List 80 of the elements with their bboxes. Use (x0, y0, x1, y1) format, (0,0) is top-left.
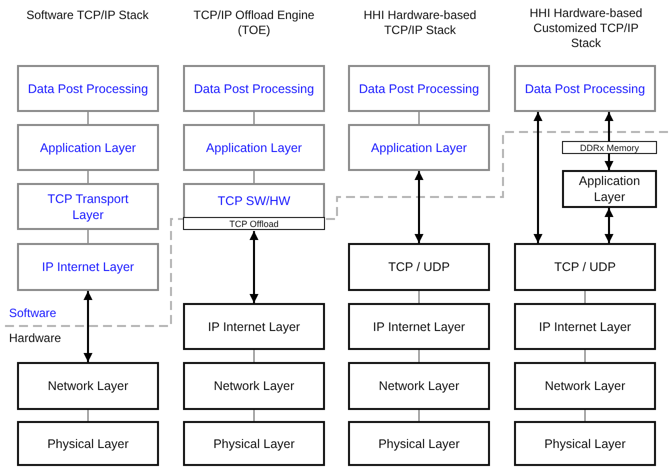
connector-line (87, 230, 89, 243)
layer-label: Data Post Processing (524, 80, 646, 96)
region-label: Software (9, 306, 58, 321)
hardware-layer-box (183, 421, 325, 466)
hardware-layer-box (183, 303, 325, 350)
connector-line (418, 410, 420, 421)
hardware-layer-box (514, 303, 656, 350)
connector-line (87, 410, 89, 421)
hardware-layer-box (562, 170, 657, 208)
layer-label: IP Internet Layer (208, 318, 300, 334)
layer-label: Network Layer (48, 378, 128, 394)
layer-label: Data Post Processing (28, 80, 148, 96)
hardware-layer-box (348, 303, 490, 350)
hardware-layer-box (183, 362, 325, 410)
software-layer-box (17, 243, 159, 291)
hardware-layer-box (514, 362, 656, 410)
hardware-layer-box (348, 243, 490, 291)
layer-label: DDRx Memory (580, 142, 639, 152)
layer-label: Network Layer (544, 378, 626, 394)
layer-label: Application Layer (206, 140, 302, 156)
layer-label: Physical Layer (213, 436, 295, 452)
connector-line (584, 350, 586, 362)
connector-line (253, 350, 255, 362)
connector-line (418, 291, 420, 303)
memory-strip (183, 217, 325, 230)
layer-label: TCP Transport Layer (46, 190, 130, 222)
software-layer-box (17, 65, 159, 112)
software-layer-box (17, 124, 159, 171)
column-title: HHI Hardware-based Customized TCP/IP Stack (528, 6, 644, 51)
layer-label: TCP SW/HW (218, 192, 290, 208)
layer-label: IP Internet Layer (538, 318, 632, 334)
layer-label: IP Internet Layer (42, 259, 134, 275)
connector-line (584, 410, 586, 421)
column-title: Software TCP/IP Stack (25, 8, 150, 23)
connector-line (418, 112, 420, 124)
software-layer-box (348, 65, 490, 112)
hardware-layer-box (17, 421, 159, 466)
software-layer-box (17, 183, 159, 230)
connector-line (253, 410, 255, 421)
software-layer-box (183, 183, 325, 230)
connector-line (87, 171, 89, 183)
arrow (414, 171, 424, 243)
layer-label: Data Post Processing (358, 80, 480, 96)
software-layer-box (183, 65, 325, 112)
layer-label: Data Post Processing (194, 80, 314, 96)
layer-label: Physical Layer (378, 436, 460, 452)
connector-line (87, 112, 89, 124)
connector-line (253, 171, 255, 183)
connector-line (253, 112, 255, 124)
arrow (604, 154, 614, 170)
hardware-layer-box (348, 362, 490, 410)
arrow (250, 231, 258, 303)
memory-strip (562, 141, 657, 154)
software-layer-box (183, 124, 325, 171)
layer-label: Application Layer (578, 173, 642, 205)
software-layer-box (514, 65, 656, 112)
layer-label: Network Layer (214, 378, 294, 394)
layer-label: Network Layer (378, 378, 460, 394)
arrow (604, 112, 614, 141)
column-title: TCP/IP Offload Engine (TOE) (192, 8, 316, 38)
layer-label: TCP / UDP (554, 259, 616, 275)
software-layer-box (348, 124, 490, 171)
layer-label: Application Layer (40, 140, 136, 156)
connector-line (584, 291, 586, 303)
layer-label: Application Layer (371, 140, 467, 156)
column-title: HHI Hardware-based TCP/IP Stack (362, 8, 478, 38)
layer-label: Physical Layer (544, 436, 626, 452)
hardware-layer-box (17, 362, 159, 410)
hardware-layer-box (514, 243, 656, 291)
layer-label: TCP Offload (229, 218, 279, 228)
hardware-layer-box (514, 421, 656, 466)
arrow (604, 208, 614, 243)
arrow (534, 112, 542, 243)
hardware-layer-box (348, 421, 490, 466)
layer-label: TCP / UDP (388, 259, 450, 275)
layer-label: Physical Layer (47, 436, 129, 452)
connector-line (418, 350, 420, 362)
arrow (84, 291, 92, 362)
layer-label: IP Internet Layer (372, 318, 466, 334)
region-label: Hardware (9, 331, 62, 346)
